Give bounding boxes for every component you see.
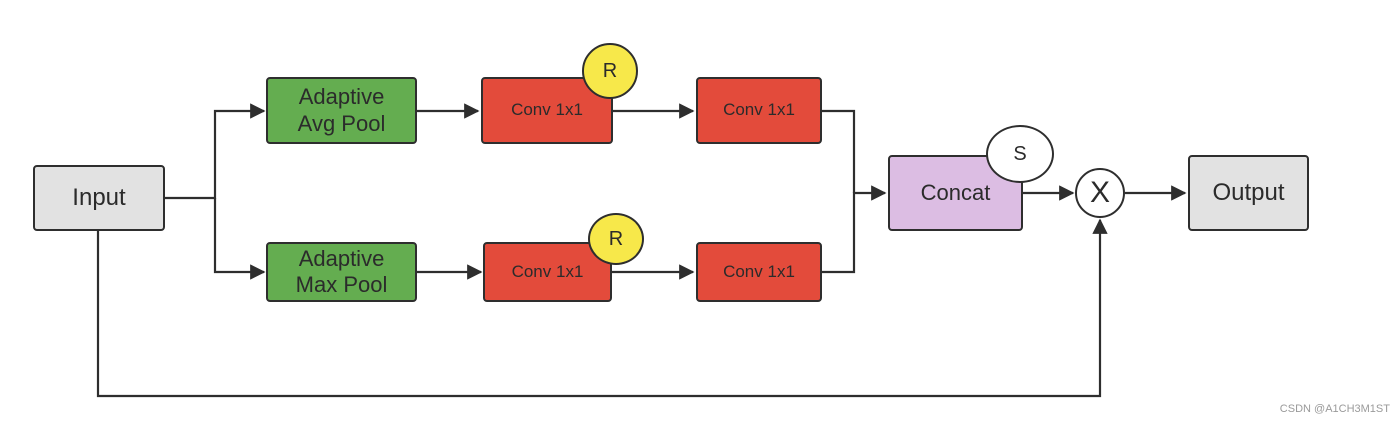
conv-top-2-node: Conv 1x1 <box>696 77 822 144</box>
adaptive-max-pool-node: Adaptive Max Pool <box>266 242 417 302</box>
edge-input-avgpool <box>165 103 266 200</box>
edge-convbottom-concat <box>822 185 887 274</box>
relu-badge-top: R <box>582 43 638 99</box>
adaptive-avg-pool-node: Adaptive Avg Pool <box>266 77 417 144</box>
edge-convtop-concat <box>822 109 856 193</box>
conv-bottom-2-node: Conv 1x1 <box>696 242 822 302</box>
edge-input-maxpool <box>213 198 266 280</box>
conv-bottom-1-node: Conv 1x1 <box>483 242 612 302</box>
edge-input-multiply-skip <box>96 218 1108 398</box>
sigmoid-badge: S <box>986 125 1054 183</box>
input-node: Input <box>33 165 165 231</box>
watermark: CSDN @A1CH3M1ST <box>1279 403 1390 415</box>
output-node: Output <box>1188 155 1309 231</box>
relu-badge-bottom: R <box>588 213 644 265</box>
multiply-node: X <box>1075 168 1125 218</box>
